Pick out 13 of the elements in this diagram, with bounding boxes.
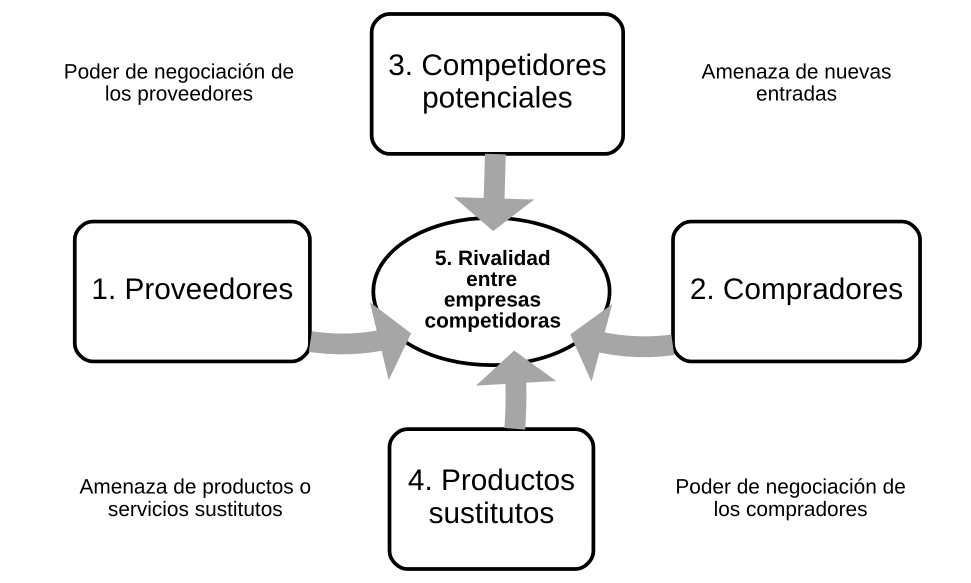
label: Poder de negociación de los proveedores [64,60,294,106]
node-ellipse: 5. Rivalidad entre empresas competidoras [371,216,612,367]
arrow [570,304,674,382]
node-box: 4. Productos sustitutos [388,427,596,571]
node-box: 1. Proveedores [72,220,312,364]
label: Amenaza de nuevas entradas [702,60,892,106]
node-box: 3. Competidores potenciales [370,12,626,156]
arrow [308,302,412,380]
label: Poder de negociación de los compradores [675,475,906,521]
arrow [476,350,556,430]
arrow [454,154,534,232]
node-box: 2. Compradores [671,220,922,364]
label: Amenaza de productos o servicios sustitutos [80,475,312,521]
